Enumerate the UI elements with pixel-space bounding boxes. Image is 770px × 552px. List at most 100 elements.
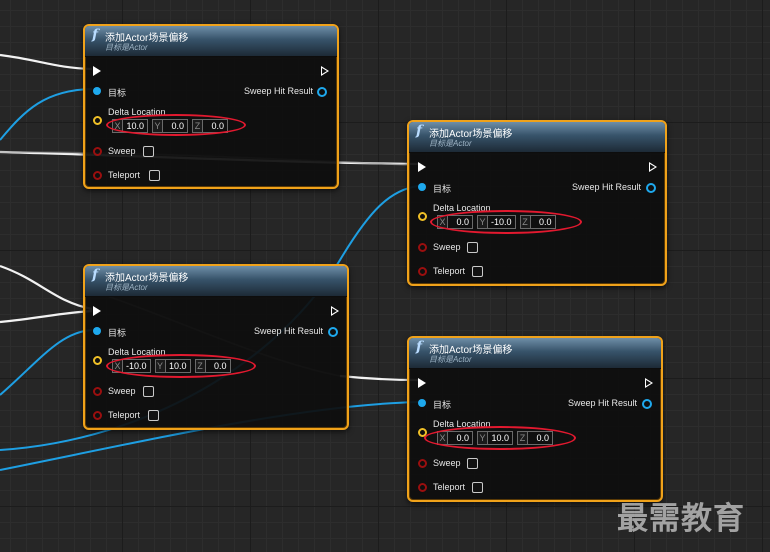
exec-out-pin[interactable] — [321, 66, 329, 76]
node-title: 添加Actor场景偏移 — [429, 129, 513, 140]
z-axis-label: Z — [519, 215, 530, 229]
object-wire[interactable] — [0, 329, 93, 396]
z-value-field[interactable]: 0.0 — [204, 359, 231, 373]
sweep-label: Sweep — [108, 146, 136, 156]
y-value-field[interactable]: -10.0 — [487, 215, 516, 229]
teleport-pin[interactable] — [93, 411, 102, 420]
exec-out-pin[interactable] — [645, 378, 653, 388]
exec-wire[interactable] — [0, 309, 93, 324]
node-header[interactable]: f 添加Actor场景偏移 目标是Actor — [409, 122, 665, 153]
node-header[interactable]: f 添加Actor场景偏移 目标是Actor — [85, 266, 347, 297]
z-axis-label: Z — [517, 431, 527, 445]
target-pin[interactable] — [418, 399, 426, 407]
z-value-field[interactable]: 0.0 — [529, 215, 556, 229]
teleport-pin[interactable] — [418, 267, 427, 276]
node-title: 添加Actor场景偏移 — [105, 33, 189, 44]
function-icon: f — [92, 267, 99, 283]
node-subtitle: 目标是Actor — [429, 355, 472, 364]
exec-wire[interactable] — [0, 53, 93, 71]
z-axis-label: Z — [194, 359, 205, 373]
y-axis-label: Y — [477, 431, 487, 445]
sweep-hit-result-pin[interactable] — [646, 183, 656, 193]
sweep-hit-result-pin[interactable] — [642, 399, 652, 409]
teleport-label: Teleport — [433, 482, 466, 492]
x-value-field[interactable]: -10.0 — [122, 359, 151, 373]
teleport-checkbox[interactable] — [149, 170, 160, 181]
target-pin[interactable] — [93, 327, 101, 335]
x-axis-label: X — [437, 215, 447, 229]
delta-location-pin[interactable] — [93, 356, 102, 365]
teleport-label: Teleport — [108, 170, 141, 180]
z-value-field[interactable]: 0.0 — [202, 119, 228, 133]
exec-wire[interactable] — [0, 264, 93, 311]
node-subtitle: 目标是Actor — [429, 139, 472, 148]
x-value-field[interactable]: 0.0 — [447, 431, 473, 445]
function-icon: f — [92, 27, 99, 43]
y-axis-label: Y — [152, 119, 162, 133]
function-icon: f — [416, 339, 423, 355]
target-pin[interactable] — [93, 87, 101, 95]
add-actor-offset-node-2[interactable]: f 添加Actor场景偏移 目标是Actor 目标 Sweep Hit Resu… — [407, 120, 667, 286]
node-header[interactable]: f 添加Actor场景偏移 目标是Actor — [409, 338, 661, 369]
delta-location-pin[interactable] — [418, 428, 427, 437]
x-axis-label: X — [437, 431, 447, 445]
target-label: 目标 — [433, 400, 452, 410]
delta-location-label: Delta Location — [108, 107, 166, 117]
z-value-field[interactable]: 0.0 — [527, 431, 553, 445]
sweep-hit-result-pin[interactable] — [317, 87, 327, 97]
sweep-checkbox[interactable] — [143, 146, 154, 157]
exec-in-pin[interactable] — [93, 306, 101, 316]
sweep-label: Sweep — [433, 458, 461, 468]
exec-in-pin[interactable] — [418, 378, 426, 388]
teleport-pin[interactable] — [93, 171, 102, 180]
sweep-checkbox[interactable] — [143, 386, 154, 397]
sweep-pin[interactable] — [418, 243, 427, 252]
node-subtitle: 目标是Actor — [105, 283, 148, 292]
sweep-hit-result-label: Sweep Hit Result — [571, 182, 641, 192]
exec-out-pin[interactable] — [649, 162, 657, 172]
sweep-checkbox[interactable] — [467, 458, 478, 469]
node-subtitle: 目标是Actor — [105, 43, 148, 52]
exec-in-pin[interactable] — [93, 66, 101, 76]
add-actor-offset-node-1[interactable]: f 添加Actor场景偏移 目标是Actor 目标 Sweep Hit Resu… — [83, 24, 339, 189]
y-value-field[interactable]: 10.0 — [487, 431, 513, 445]
sweep-pin[interactable] — [93, 387, 102, 396]
object-wire[interactable] — [0, 88, 93, 141]
add-actor-offset-node-4[interactable]: f 添加Actor场景偏移 目标是Actor 目标 Sweep Hit Resu… — [407, 336, 663, 502]
x-axis-label: X — [112, 119, 122, 133]
node-title: 添加Actor场景偏移 — [429, 345, 513, 356]
teleport-checkbox[interactable] — [148, 410, 159, 421]
delta-location-pin[interactable] — [93, 116, 102, 125]
x-axis-label: X — [112, 359, 122, 373]
add-actor-offset-node-3[interactable]: f 添加Actor场景偏移 目标是Actor 目标 Sweep Hit Resu… — [83, 264, 349, 430]
sweep-pin[interactable] — [93, 147, 102, 156]
teleport-label: Teleport — [433, 266, 466, 276]
delta-location-label: Delta Location — [108, 347, 166, 357]
exec-in-pin[interactable] — [418, 162, 426, 172]
target-pin[interactable] — [418, 183, 426, 191]
teleport-checkbox[interactable] — [472, 266, 483, 277]
sweep-hit-result-pin[interactable] — [328, 327, 338, 337]
delta-location-label: Delta Location — [433, 203, 491, 213]
target-label: 目标 — [108, 88, 127, 98]
sweep-pin[interactable] — [418, 459, 427, 468]
z-axis-label: Z — [192, 119, 202, 133]
node-title: 添加Actor场景偏移 — [105, 273, 189, 284]
teleport-pin[interactable] — [418, 483, 427, 492]
x-value-field[interactable]: 10.0 — [122, 119, 148, 133]
sweep-label: Sweep — [108, 386, 136, 396]
y-value-field[interactable]: 10.0 — [164, 359, 191, 373]
teleport-label: Teleport — [108, 410, 141, 420]
y-value-field[interactable]: 0.0 — [162, 119, 188, 133]
sweep-checkbox[interactable] — [467, 242, 478, 253]
node-header[interactable]: f 添加Actor场景偏移 目标是Actor — [85, 26, 337, 57]
teleport-checkbox[interactable] — [472, 482, 483, 493]
target-label: 目标 — [433, 184, 452, 194]
exec-out-pin[interactable] — [331, 306, 339, 316]
x-value-field[interactable]: 0.0 — [447, 215, 473, 229]
sweep-label: Sweep — [433, 242, 461, 252]
delta-location-pin[interactable] — [418, 212, 427, 221]
